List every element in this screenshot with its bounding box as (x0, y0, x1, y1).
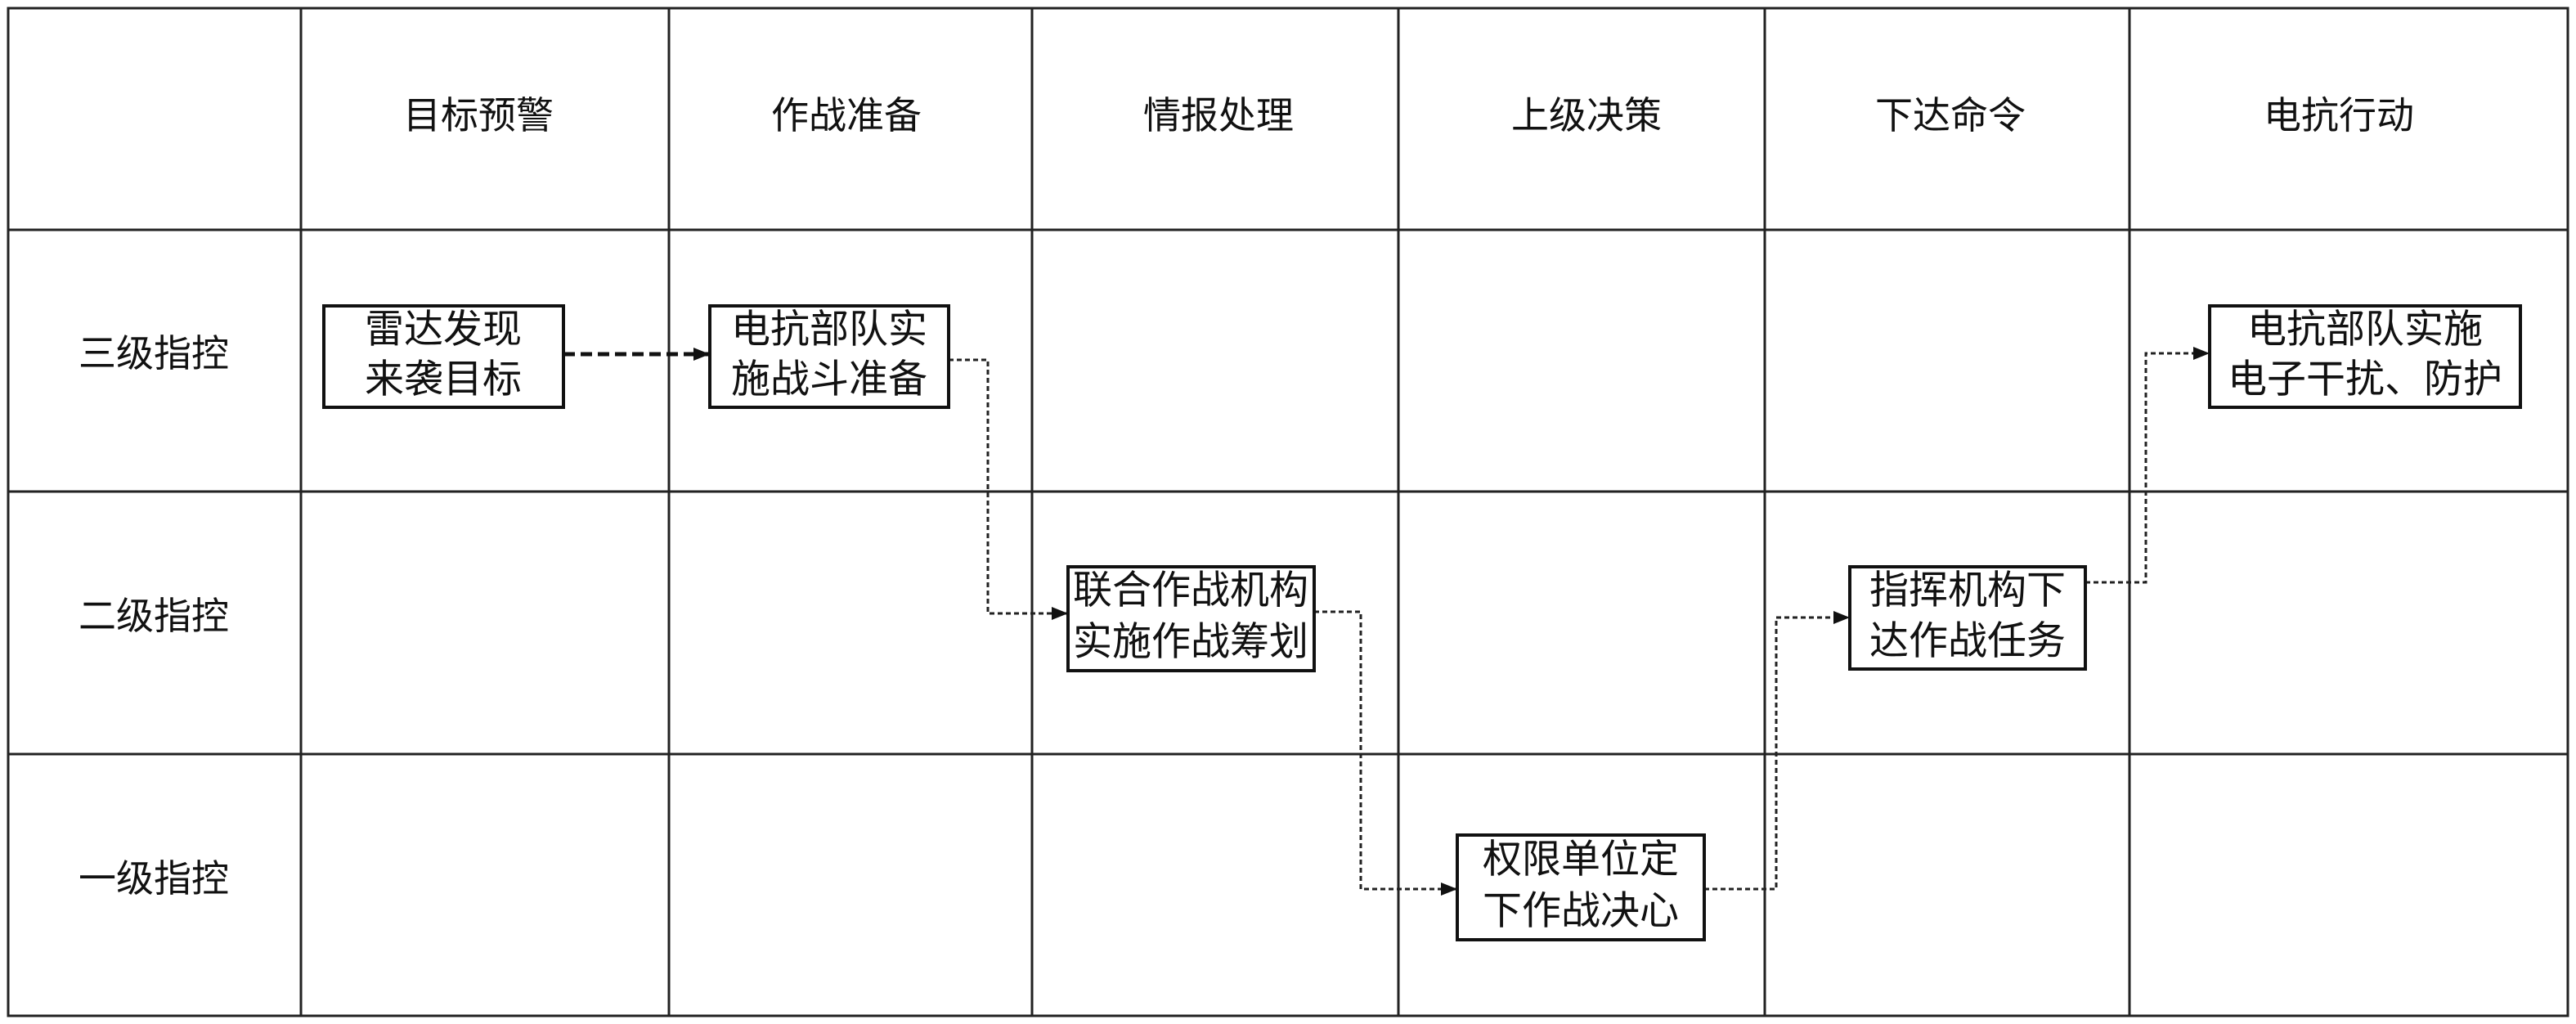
process-box (2208, 304, 2522, 409)
row-header: 三级指控 (79, 331, 229, 375)
process-box (322, 304, 565, 409)
node-label: 电抗部队实 (731, 307, 927, 353)
column-headers: 目标预警 作战准备 情报处理 上级决策 下达命令 电抗行动 (403, 93, 2414, 137)
node-label: 电抗部队实施 (2247, 307, 2483, 353)
node-label: 雷达发现 (365, 307, 522, 353)
arrow-dotted (1314, 610, 1457, 896)
arrow-dotted (1704, 611, 1850, 891)
process-box (708, 304, 950, 409)
node-authority-decision: 权限单位定 下作战决心 (1456, 833, 1706, 941)
grid-border (7, 7, 2569, 1017)
table-grid (7, 7, 2569, 1017)
arrow-dotted (2085, 347, 2210, 584)
node-radar-detect: 雷达发现 来袭目标 (322, 304, 565, 409)
column-header: 目标预警 (403, 93, 554, 137)
node-issue-tasks: 指挥机构下 达作战任务 (1848, 565, 2087, 671)
process-box (1456, 833, 1706, 941)
node-label: 下作战决心 (1483, 888, 1679, 934)
node-joint-planning: 联合作战机构 实施作战筹划 (1066, 565, 1316, 672)
row-headers: 三级指控 二级指控 一级指控 (79, 331, 229, 900)
arrow-dotted (949, 358, 1068, 620)
column-header: 下达命令 (1875, 93, 2026, 137)
node-label: 指挥机构下 (1869, 568, 2066, 613)
column-header: 情报处理 (1143, 93, 1294, 137)
connectors (563, 347, 2210, 896)
node-label: 权限单位定 (1483, 837, 1679, 883)
node-label: 来袭目标 (365, 357, 522, 402)
process-box (1848, 565, 2087, 671)
row-header: 一级指控 (79, 856, 229, 900)
node-label: 电子干扰、防护 (2228, 357, 2502, 402)
process-box (1066, 565, 1316, 672)
column-header: 上级决策 (1511, 93, 1662, 137)
column-header: 作战准备 (771, 93, 922, 137)
node-label: 施战斗准备 (731, 357, 927, 402)
node-label: 联合作战机构 (1073, 568, 1308, 613)
node-combat-prep: 电抗部队实 施战斗准备 (708, 304, 950, 409)
node-label: 达作战任务 (1869, 618, 2066, 664)
node-ew-action: 电抗部队实施 电子干扰、防护 (2208, 304, 2522, 409)
row-header: 二级指控 (79, 594, 229, 638)
column-header: 电抗行动 (2264, 93, 2414, 137)
node-label: 实施作战筹划 (1073, 619, 1308, 665)
